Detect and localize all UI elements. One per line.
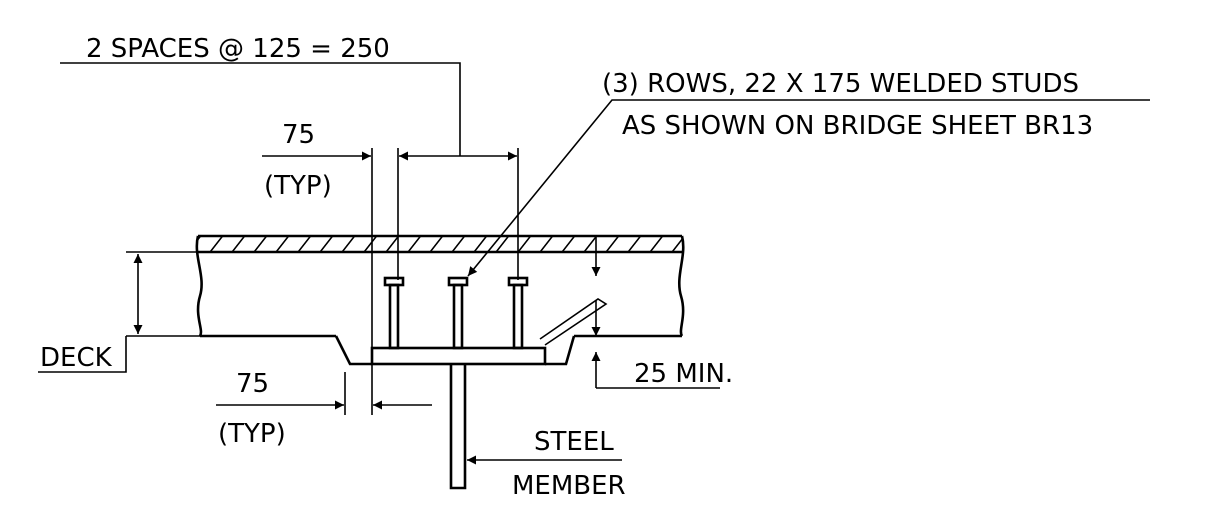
- wearing-surface-hatch: [198, 236, 682, 252]
- min-haunch-label: 25 MIN.: [634, 359, 733, 389]
- deck-thickness-dimension: [38, 251, 200, 373]
- stud-spacing-dimension: [60, 62, 519, 350]
- stud-left: [383, 276, 405, 350]
- stud-leader-line: [467, 99, 1150, 277]
- studs-callout-line2: AS SHOWN ON BRIDGE SHEET BR13: [622, 111, 1093, 141]
- haunch-outline-right: [545, 335, 576, 366]
- steel-member-section: [370, 346, 547, 490]
- haunch-min-dimension: [539, 236, 720, 389]
- haunch-leader: [539, 298, 608, 346]
- stud-callout-leader: [467, 99, 1150, 277]
- edge-top-value: 75: [282, 120, 315, 150]
- haunch: [334, 335, 576, 366]
- steel-label-line2: MEMBER: [512, 471, 626, 501]
- top-flange: [370, 346, 547, 366]
- spacing-leader: [60, 62, 461, 156]
- deck-label: DECK: [40, 343, 113, 373]
- edge-top-typ: (TYP): [264, 171, 332, 201]
- studs-callout-line1: (3) ROWS, 22 X 175 WELDED STUDS: [602, 69, 1079, 99]
- steel-label-line1: STEEL: [534, 427, 614, 457]
- welded-studs: [383, 276, 529, 350]
- edge-bottom-typ: (TYP): [218, 419, 286, 449]
- edge-bottom-value: 75: [236, 369, 269, 399]
- stud-right: [507, 276, 529, 350]
- deck-leader: [38, 336, 127, 373]
- spacing-label: 2 SPACES @ 125 = 250: [86, 34, 390, 64]
- deck-right-break: [677, 235, 685, 337]
- stud-middle: [447, 276, 469, 350]
- deck-slab: [195, 234, 685, 338]
- web: [449, 364, 467, 490]
- haunch-outline-left: [334, 335, 372, 366]
- edge-distance-dimension: [300, 364, 432, 415]
